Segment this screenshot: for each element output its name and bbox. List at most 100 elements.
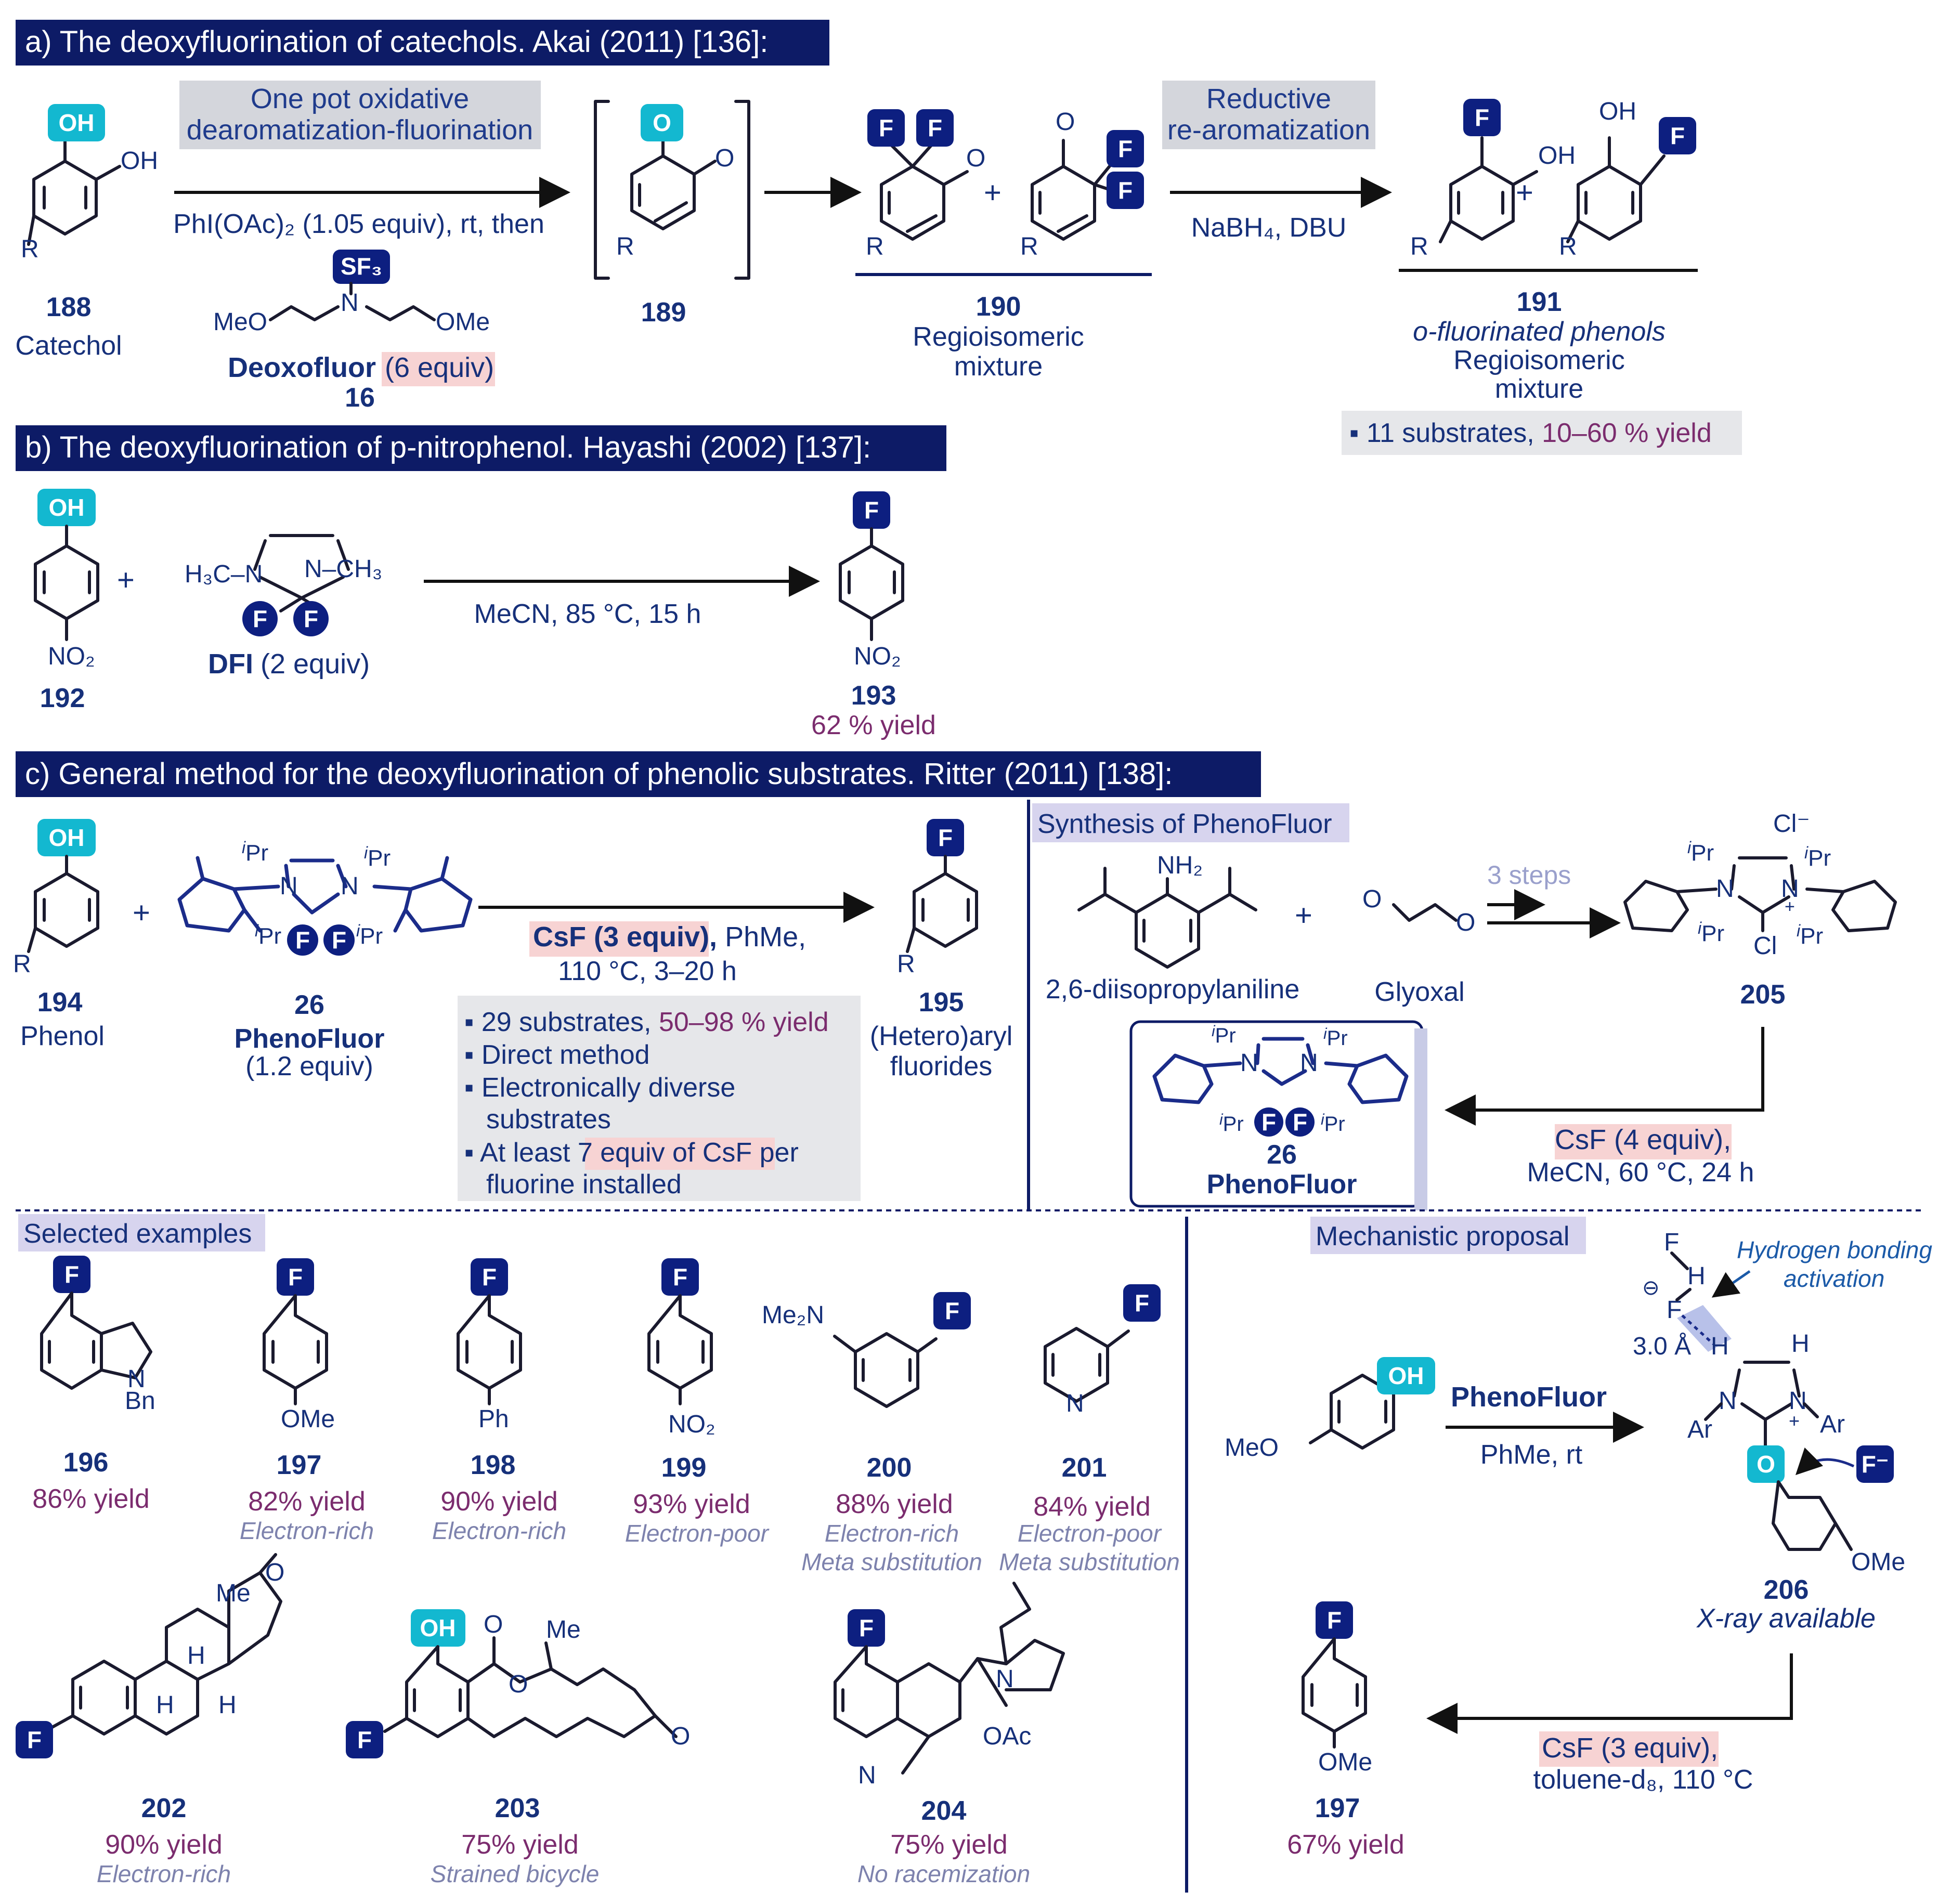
svg-text:Me₂N: Me₂N (762, 1301, 824, 1329)
deoxofluor-number: 16 (345, 383, 375, 413)
svg-text:OH: OH (59, 109, 95, 136)
compound-194-number: 194 (37, 987, 83, 1018)
svg-text:F: F (859, 1614, 874, 1641)
svg-text:F: F (928, 114, 942, 141)
compound-191-number: 191 (1517, 287, 1562, 317)
compound-188: OH OH R 188 Catechol (15, 104, 158, 361)
compound-197-number: 197 (1315, 1793, 1360, 1823)
compound-191-name2: Regioisomeric (1453, 345, 1624, 375)
glyoxal-name: Glyoxal (1374, 977, 1464, 1007)
deoxofluor-equiv: (6 equiv) (385, 352, 494, 383)
svg-text:N: N (1240, 1049, 1258, 1077)
svg-text:F: F (1327, 1607, 1342, 1634)
svg-text:F: F (879, 114, 893, 141)
step2-box (1162, 81, 1375, 149)
svg-text:H: H (1791, 1330, 1810, 1358)
section-c-conditions: CsF (3 equiv), PhMe, (533, 921, 806, 953)
svg-text:No racemization: No racemization (857, 1860, 1030, 1887)
phenofluor-box-structure: N N iPr iPr iPr iPr F F (1152, 1023, 1409, 1137)
compound-206: F H ⊖ F 3.0 Å H Hydrogen bonding activat… (1633, 1229, 1932, 1634)
svg-text:F: F (64, 1261, 79, 1288)
example-202: Me O H H H F 202 90% yield Electron-rich (16, 1553, 284, 1887)
svg-text:O: O (484, 1611, 503, 1638)
chloride-counterion: Cl⁻ (1773, 810, 1810, 838)
section-c: c) General method for the deoxyfluorinat… (13, 751, 1897, 1211)
svg-text:201: 201 (1062, 1453, 1107, 1483)
bullet-4b: fluorine installed (486, 1169, 682, 1199)
svg-text:Ar: Ar (1687, 1416, 1712, 1443)
compound-16-deoxofluor: SF₃ N MeO OMe Deoxofluor (6 equiv) 16 (213, 250, 495, 413)
section-c-conditions-line2: 110 °C, 3–20 h (558, 956, 737, 986)
compound-188-number: 188 (46, 292, 92, 322)
svg-text:Ph: Ph (478, 1405, 509, 1433)
svg-text:R: R (1020, 233, 1038, 260)
compound-195: F R 195 (Hetero)aryl fluorides (870, 819, 1013, 1081)
example-203: OH O O Me O F 203 75% yield Strained bic… (346, 1609, 690, 1887)
phenofluor-box-name: PhenoFluor (1207, 1169, 1357, 1199)
svg-text:iPr: iPr (1687, 838, 1714, 866)
svg-text:OH: OH (121, 147, 158, 175)
svg-text:+: + (984, 176, 1001, 210)
section-b-title: b) The deoxyfluorination of p-nitropheno… (25, 431, 871, 464)
svg-text:H: H (1711, 1333, 1729, 1360)
svg-text:N: N (341, 872, 359, 900)
bullet-3b: substrates (486, 1104, 611, 1134)
svg-text:Electron-poor: Electron-poor (1018, 1520, 1162, 1547)
deoxofluor-name: Deoxofluor (228, 352, 376, 383)
svg-text:N: N (1719, 1387, 1737, 1415)
svg-text:Electron-rich: Electron-rich (240, 1517, 374, 1544)
hbond-distance: 3.0 Å (1633, 1333, 1691, 1360)
svg-text:Electron-rich: Electron-rich (432, 1517, 566, 1544)
svg-text:R: R (13, 950, 31, 978)
example-196: F N Bn 196 86% yield (32, 1256, 155, 1514)
section-b: b) The deoxyfluorination of p-nitropheno… (16, 425, 946, 740)
svg-text:Meta substitution: Meta substitution (999, 1548, 1180, 1575)
svg-text:⊖: ⊖ (1642, 1276, 1660, 1299)
svg-text:F: F (1293, 1109, 1307, 1136)
svg-text:F: F (1670, 122, 1685, 149)
aniline-name: 2,6-diisopropylaniline (1046, 974, 1300, 1005)
compound-197-yield: 67% yield (1287, 1830, 1404, 1860)
svg-text:F: F (332, 927, 346, 954)
svg-text:+: + (1785, 897, 1795, 917)
svg-text:NO₂: NO₂ (48, 643, 95, 670)
svg-text:H₃C–N: H₃C–N (185, 560, 263, 588)
svg-text:F: F (253, 605, 267, 632)
svg-text:iPr: iPr (356, 921, 383, 949)
svg-text:196: 196 (63, 1447, 109, 1478)
svg-text:Ar: Ar (1820, 1411, 1845, 1438)
svg-text:199: 199 (661, 1453, 707, 1483)
svg-text:iPr: iPr (1804, 843, 1831, 871)
svg-text:OMe: OMe (281, 1405, 335, 1433)
compound-195-name1: (Hetero)aryl (870, 1021, 1013, 1051)
svg-text:N: N (1300, 1049, 1318, 1077)
svg-text:SF₃: SF₃ (341, 253, 382, 280)
section-b-conditions: MeCN, 85 °C, 15 h (474, 599, 701, 629)
svg-text:OH: OH (1538, 142, 1576, 169)
svg-text:F: F (357, 1726, 372, 1753)
svg-text:NO₂: NO₂ (668, 1411, 716, 1438)
svg-text:86% yield: 86% yield (32, 1484, 149, 1514)
svg-text:198: 198 (471, 1450, 516, 1480)
example-198: F Ph 198 90% yield Electron-rich (432, 1258, 566, 1544)
svg-text:Bn: Bn (125, 1387, 155, 1415)
compound-192-number: 192 (40, 683, 85, 713)
synthesis-steps: 3 steps (1487, 860, 1571, 890)
svg-text:NO₂: NO₂ (854, 643, 901, 670)
svg-text:Cl: Cl (1753, 932, 1777, 960)
compound-194: OH R 194 Phenol (13, 819, 105, 1051)
svg-text:F: F (288, 1263, 303, 1290)
svg-text:OH: OH (49, 824, 85, 851)
compound-190-name2: mixture (954, 351, 1043, 382)
svg-text:+: + (1789, 1410, 1800, 1431)
svg-text:82% yield: 82% yield (248, 1486, 365, 1517)
section-c-title: c) General method for the deoxyfluorinat… (25, 757, 1173, 791)
svg-text:N: N (1781, 875, 1799, 903)
compound-195-number: 195 (919, 987, 964, 1018)
section-a: a) The deoxyfluorination of catechols. A… (15, 20, 1742, 455)
svg-text:iPr: iPr (1212, 1023, 1236, 1047)
svg-text:H: H (1687, 1262, 1706, 1290)
svg-text:O: O (1362, 885, 1382, 913)
section-c-banner (16, 751, 1261, 797)
bullet-1: ▪ 29 substrates, 50–98 % yield (464, 1007, 829, 1037)
